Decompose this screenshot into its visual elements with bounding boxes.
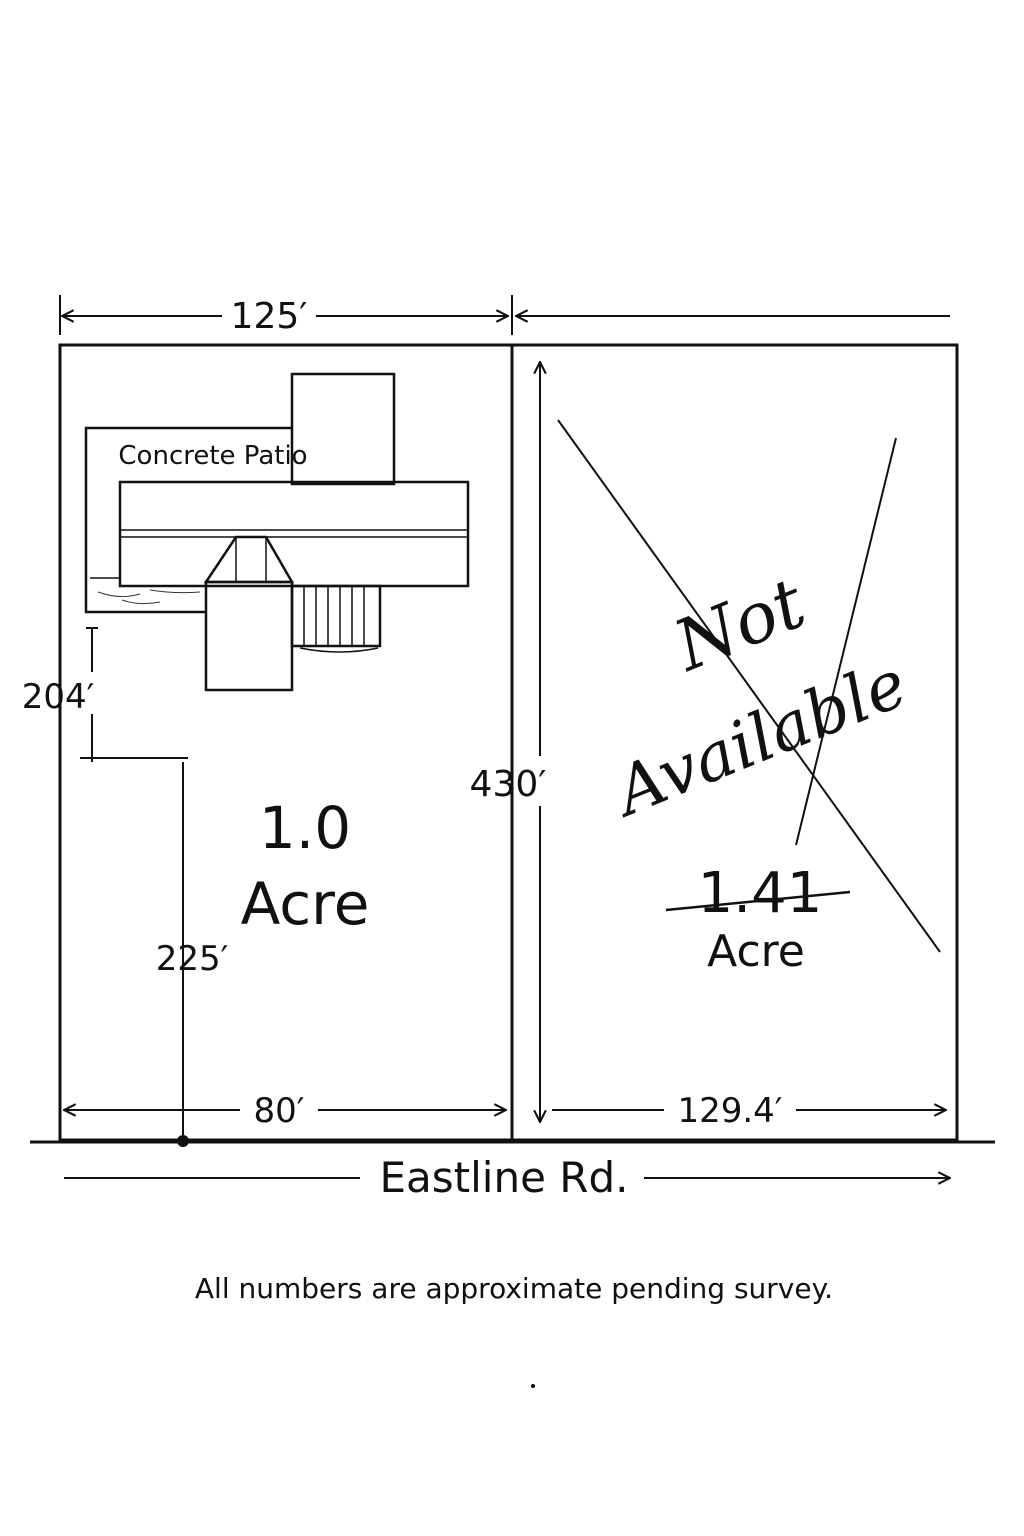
stray-dot bbox=[531, 1384, 535, 1388]
not-available-word-not: Not bbox=[662, 561, 817, 687]
dimension-left-lower-label: 225′ bbox=[156, 939, 229, 979]
not-available-cross bbox=[557, 419, 941, 953]
house-main-block bbox=[118, 480, 470, 588]
house-entry-block bbox=[204, 580, 294, 692]
road-name: Eastline Rd. bbox=[380, 1153, 629, 1202]
deck-stairs bbox=[290, 584, 382, 648]
dimension-middle-height-label: 430′ bbox=[470, 764, 547, 805]
lot-right-acreage-unit: Acre bbox=[707, 926, 805, 977]
dimension-top-width bbox=[59, 295, 950, 335]
roof-gable bbox=[203, 535, 295, 584]
not-available-word-available: Available bbox=[599, 645, 917, 833]
footer-note: All numbers are approximate pending surv… bbox=[195, 1272, 833, 1305]
building-footprint bbox=[84, 372, 470, 692]
patio-label: Concrete Patio bbox=[118, 441, 307, 471]
dimension-left-upper bbox=[80, 627, 188, 762]
dimension-left-upper-label: 204′ bbox=[22, 677, 95, 717]
lot-left-acreage-number: 1.0 bbox=[259, 794, 351, 862]
lot-right-acreage-number: 1.41 bbox=[698, 861, 823, 926]
lot-left-acreage-unit: Acre bbox=[241, 870, 370, 938]
lot-boundaries bbox=[58, 343, 959, 1142]
lot-right-acreage-strike bbox=[665, 890, 851, 912]
lot-right-boundary bbox=[510, 343, 959, 1142]
dimension-left-lower bbox=[177, 762, 189, 1147]
dimension-bottom-right-label: 129.4′ bbox=[677, 1091, 782, 1131]
dimension-bottom-left-label: 80′ bbox=[254, 1091, 305, 1131]
dimension-top-width-label: 125′ bbox=[231, 296, 308, 337]
